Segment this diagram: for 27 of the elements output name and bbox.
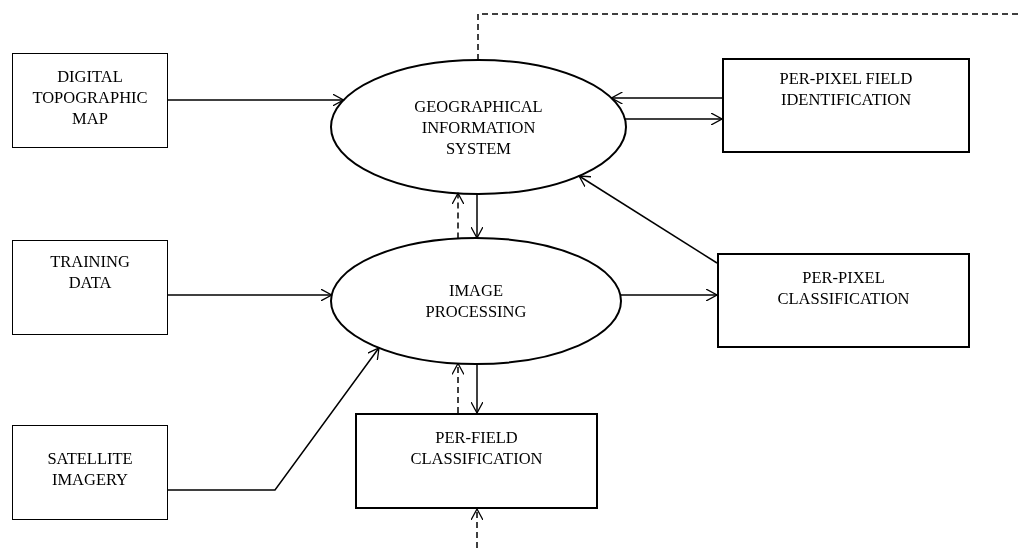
- node-label: DIGITAL TOPOGRAPHIC MAP: [31, 66, 149, 129]
- arrow: [470, 508, 484, 548]
- arrow: [624, 112, 723, 126]
- node-label: PER-PIXEL CLASSIFICATION: [776, 267, 911, 309]
- arrow: [451, 362, 465, 414]
- arrow: [578, 175, 718, 264]
- arrow: [167, 288, 333, 302]
- arrow: [470, 363, 484, 414]
- node-label: TRAINING DATA: [49, 251, 131, 293]
- arrow: [619, 288, 718, 302]
- process-box: [12, 53, 168, 148]
- process-box: [717, 253, 970, 348]
- dashed-line: [477, 13, 1019, 61]
- arrow: [451, 192, 465, 240]
- node-label: SATELLITE IMAGERY: [46, 448, 134, 490]
- process-box: [722, 58, 970, 153]
- arrow: [610, 91, 723, 105]
- node-label: GEOGRAPHICAL INFORMATION SYSTEM: [413, 95, 544, 159]
- arrow: [167, 93, 345, 107]
- process-box: [12, 240, 168, 335]
- process-box: [355, 413, 598, 509]
- arrow: [470, 193, 484, 239]
- node-label: IMAGE PROCESSING: [424, 280, 528, 322]
- node-label: PER-PIXEL FIELD IDENTIFICATION: [778, 68, 914, 110]
- node-label: PER-FIELD CLASSIFICATION: [409, 427, 544, 469]
- arrow: [167, 347, 380, 491]
- process-box: [12, 425, 168, 520]
